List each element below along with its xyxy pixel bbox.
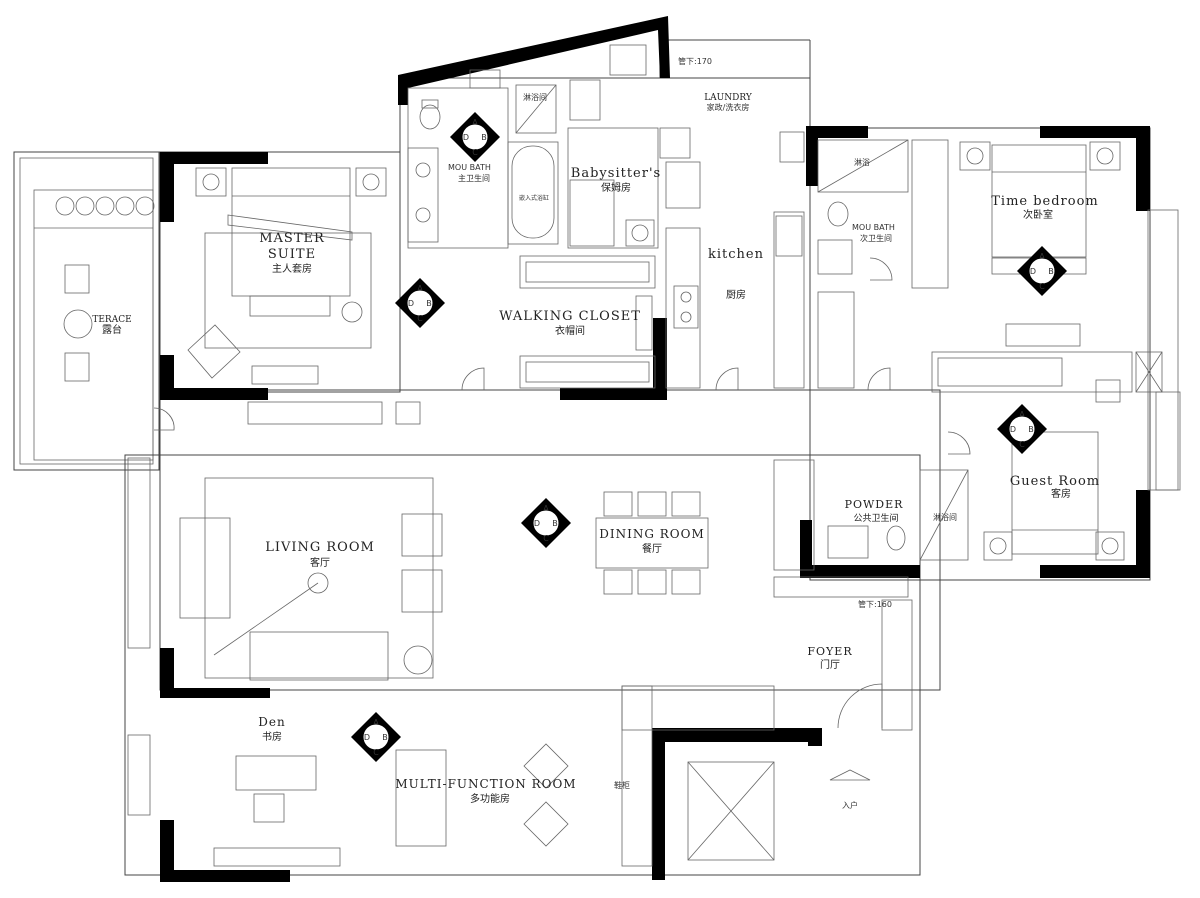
laundry-label: LAUNDRY [704, 93, 753, 103]
dining-room: DINING ROOM 餐厅 [595, 491, 709, 595]
marker-d: D [364, 733, 370, 742]
foyer-label-zh: 门厅 [820, 658, 840, 671]
structural-walls [160, 16, 1150, 882]
living-room-label-zh: 客厅 [310, 556, 330, 569]
powder-shower-label: 淋浴间 [933, 512, 957, 522]
den-label-zh: 书房 [262, 730, 282, 743]
babysitter-label-zh: 保姆房 [601, 181, 631, 194]
den-label: Den [258, 715, 285, 729]
terrace-label-zh: 露台 [102, 323, 122, 336]
pipe-label-mid: 管下:160 [858, 599, 892, 609]
windows [127, 391, 1181, 816]
elevation-marker-guest: A B C D [997, 404, 1047, 454]
marker-b: B [426, 299, 432, 308]
elevation-marker-dining: A B C D [521, 498, 571, 548]
second-shower-label: 淋浴 [854, 157, 870, 167]
multi-function-room: MULTI-FUNCTION ROOM 多功能房 [395, 743, 576, 847]
marker-c: C [472, 148, 478, 157]
pipe-label-top: 管下:170 [678, 56, 712, 66]
master-suite-label-2: SUITE [268, 247, 316, 262]
plant-row [55, 196, 155, 216]
shoe-cabinet-label: 鞋柜 [614, 780, 630, 790]
laundry-room: 管下:170 LAUNDRY 家政/洗衣房 [659, 56, 805, 163]
kitchen-label-zh: 厨房 [726, 288, 746, 301]
elevation-marker-master: A B C D [395, 278, 445, 328]
mou-bath-master-label: MOU BATH [448, 163, 491, 172]
time-bedroom-label-zh: 次卧室 [1023, 208, 1053, 221]
marker-a: A [373, 718, 379, 727]
marker-d: D [408, 299, 414, 308]
marker-c: C [373, 748, 379, 757]
multi-function-label-zh: 多功能房 [470, 792, 510, 805]
marker-d: D [534, 519, 540, 528]
marker-a: A [543, 504, 549, 513]
marker-d: D [1030, 267, 1036, 276]
entrance-label: 入户 [842, 800, 858, 810]
marker-a: A [1039, 252, 1045, 261]
master-bath: 淋浴间 嵌入式浴缸 MOU BATH 主卫生间 [407, 69, 559, 249]
walking-closet: WALKING CLOSET 衣帽间 [499, 255, 656, 389]
laundry-label-zh: 家政/洗衣房 [707, 102, 750, 112]
time-bedroom-label: Time bedroom [991, 194, 1099, 209]
marker-c: C [543, 534, 549, 543]
babysitter-label: Babysitter's [571, 166, 661, 181]
marker-c: C [1039, 282, 1045, 291]
marker-d: D [1010, 425, 1016, 434]
marker-c: C [1019, 440, 1025, 449]
mou-bath-master-label-zh: 主卫生间 [458, 173, 490, 183]
elevation-marker-time-bedroom: A B C D [1017, 246, 1067, 296]
bathtub-label: 嵌入式浴缸 [519, 194, 549, 202]
guest-room-label-zh: 客房 [1051, 487, 1071, 500]
kitchen-label: kitchen [708, 247, 764, 262]
guest-room: Guest Room 客房 [931, 351, 1163, 561]
elevation-marker-bath: A B C D [450, 112, 500, 162]
powder-room: 淋浴间 POWDER 公共卫生间 管下:160 [773, 459, 969, 609]
multi-function-label: MULTI-FUNCTION ROOM [395, 777, 576, 791]
dining-room-label-zh: 餐厅 [642, 542, 662, 555]
door-swings [153, 257, 971, 729]
master-shower-label: 淋浴间 [523, 92, 547, 102]
elevator-lobby: 入户 [687, 761, 871, 861]
marker-b: B [1028, 425, 1034, 434]
second-bath: 淋浴 MOU BATH 次卫生间 [817, 139, 949, 389]
powder-label: POWDER [845, 498, 904, 511]
terrace-label: TERACE [92, 315, 131, 325]
marker-a: A [1019, 410, 1025, 419]
powder-label-zh: 公共卫生间 [853, 512, 898, 524]
master-suite-label-zh: 主人套房 [272, 262, 312, 275]
guest-room-label: Guest Room [1010, 474, 1100, 489]
marker-b: B [552, 519, 558, 528]
marker-b: B [481, 133, 487, 142]
marker-a: A [472, 118, 478, 127]
marker-c: C [417, 314, 423, 323]
dining-room-label: DINING ROOM [599, 527, 705, 541]
marker-a: A [417, 284, 423, 293]
master-suite: MASTER SUITE 主人套房 [187, 167, 387, 385]
elevation-marker-den: A B C D [351, 712, 401, 762]
living-room: LIVING ROOM 客厅 [179, 401, 443, 681]
living-room-label: LIVING ROOM [265, 540, 375, 555]
den: Den 书房 [213, 715, 341, 867]
marker-b: B [382, 733, 388, 742]
foyer: FOYER 门厅 鞋柜 [614, 599, 913, 867]
wall-outlines [124, 21, 1151, 876]
kitchen: kitchen 厨房 [665, 161, 805, 389]
walking-closet-label-zh: 衣帽间 [555, 324, 585, 337]
babysitter-room: Babysitter's 保姆房 [567, 44, 661, 249]
master-suite-label-1: MASTER [259, 231, 325, 246]
mou-bath-second-label: MOU BATH [852, 223, 895, 232]
terrace-area [13, 151, 160, 471]
marker-d: D [463, 133, 469, 142]
walking-closet-label: WALKING CLOSET [499, 309, 641, 324]
marker-b: B [1048, 267, 1054, 276]
mou-bath-second-label-zh: 次卫生间 [860, 233, 892, 243]
foyer-label: FOYER [807, 645, 852, 658]
